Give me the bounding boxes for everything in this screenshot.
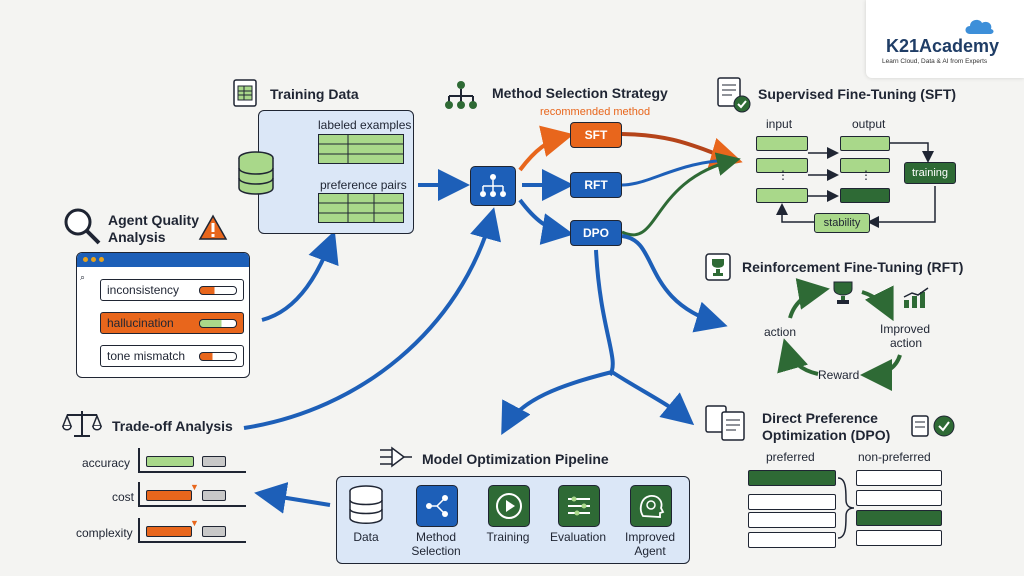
pipeline-icon: [378, 444, 414, 475]
rft-reward-label: Reward: [818, 368, 860, 382]
sft-output-1: [840, 136, 890, 151]
search-small-icon: ⌕: [80, 272, 86, 282]
documents-icon: [704, 404, 750, 447]
growth-chart-icon: [902, 286, 932, 315]
method-sft-button: SFT: [570, 122, 622, 148]
dpo-preferred-4: [748, 532, 836, 548]
tradeoff-title: Trade-off Analysis: [112, 418, 233, 434]
arrow-tradeoff-to-selection: [243, 207, 501, 430]
agent-quality-title-line1: Agent Quality: [108, 212, 200, 228]
rft-improved-line1: Improved: [880, 322, 931, 336]
sft-output-label: output: [852, 117, 886, 131]
sft-input-1: [756, 136, 808, 151]
labeled-examples-table: [318, 134, 404, 169]
sft-output-3: [840, 188, 890, 203]
brand-card: K21Academy Learn Cloud, Data & AI from E…: [866, 0, 1024, 78]
arrow-to-dpo-panel: [610, 370, 695, 426]
preference-pairs-table: [318, 193, 404, 228]
tradeoff-complexity-label: complexity: [76, 526, 133, 540]
pipeline-step-evaluation: Evaluation: [549, 530, 607, 544]
tradeoff-accuracy-axis: [138, 448, 140, 472]
tradeoff-cost-label: cost: [112, 490, 135, 504]
tradeoff-complexity-bar: [146, 526, 192, 537]
quality-item-hallucination: hallucination: [100, 312, 244, 334]
pipeline-method-selection-icon: [416, 485, 458, 527]
pipeline-evaluation-icon: [558, 485, 600, 527]
spreadsheet-icon: [232, 78, 258, 113]
database-icon: [236, 150, 276, 201]
labeled-examples-label: labeled examples: [318, 118, 412, 132]
trophy-icon: [704, 252, 732, 287]
dpo-preferred-2: [748, 494, 836, 510]
sft-input-label: input: [766, 117, 793, 131]
arrow-dpo-down: [594, 249, 615, 377]
complexity-marker-icon: ▼: [190, 518, 199, 528]
sft-output-2: [840, 158, 890, 173]
arrow-selection-to-sft: [518, 125, 574, 172]
magnifier-icon: [62, 206, 102, 251]
pipeline-data-icon: [346, 484, 386, 531]
pipeline-improved-agent-icon: [630, 485, 672, 527]
training-data-title: Training Data: [270, 86, 359, 102]
agent-quality-title-line2: Analysis: [108, 229, 166, 245]
brand-name: K21Academy: [886, 36, 1000, 56]
preference-pairs-label: preference pairs: [320, 178, 407, 192]
rft-improved-line2: action: [890, 336, 923, 350]
warning-icon: [198, 214, 228, 246]
brand-tagline: Learn Cloud, Data & AI from Experts: [882, 58, 988, 65]
doc-check-icon: [910, 414, 958, 445]
tradeoff-accuracy-label: accuracy: [82, 456, 131, 470]
scales-icon: [61, 408, 103, 445]
rft-title: Reinforcement Fine-Tuning (RFT): [742, 259, 964, 275]
arrow-dpo-to-rft: [621, 234, 728, 333]
pipeline-step-training: Training: [486, 530, 530, 544]
sft-stability-badge: stability: [814, 213, 870, 233]
dpo-preferred-3: [748, 512, 836, 528]
tradeoff-accuracy-bar: [146, 456, 194, 467]
pipeline-training-icon: [488, 485, 530, 527]
rft-action-label: action: [764, 325, 797, 339]
arrow-quality-to-training: [261, 230, 339, 322]
quality-item-tone-mismatch: tone mismatch: [100, 345, 244, 367]
window-titlebar: [77, 253, 249, 267]
cost-marker-icon: ▼: [190, 482, 199, 492]
arrow-dpo-to-panel-green: [621, 152, 741, 237]
method-dpo-button: DPO: [570, 220, 622, 246]
sft-title: Supervised Fine-Tuning (SFT): [758, 86, 957, 102]
dpo-non-preferred-label: non-preferred: [858, 450, 931, 464]
pipeline-title: Model Optimization Pipeline: [422, 451, 609, 467]
quality-item-inconsistency: inconsistency: [100, 279, 244, 301]
sft-training-badge: training: [904, 162, 956, 184]
cloud-logo-icon: [962, 14, 996, 41]
dpo-title-line2: Optimization (DPO): [762, 427, 891, 443]
selector-node: [470, 166, 516, 206]
arrow-selection-to-dpo: [518, 198, 574, 245]
hierarchy-icon: [444, 80, 478, 115]
dpo-nonpreferred-4: [856, 530, 942, 546]
dpo-title-line1: Direct Preference: [762, 410, 878, 426]
arrow-pipeline-to-tradeoff: [254, 482, 331, 514]
recommended-method-label: recommended method: [540, 106, 651, 118]
pipeline-step-data: Data: [353, 530, 379, 544]
arrow-sft-to-panel: [621, 132, 743, 169]
sft-input-2: [756, 158, 808, 173]
rft-trophy-icon: [828, 280, 858, 311]
dpo-preferred-label: preferred: [766, 450, 815, 464]
arrow-to-pipeline: [501, 370, 613, 436]
dpo-nonpreferred-1: [856, 470, 942, 486]
tradeoff-accuracy-ref: [202, 456, 226, 467]
method-rft-button: RFT: [570, 172, 622, 198]
dpo-nonpreferred-2: [856, 490, 942, 506]
tradeoff-complexity-ref: [202, 526, 226, 537]
method-selection-title: Method Selection Strategy: [492, 85, 668, 101]
dpo-nonpreferred-3: [856, 510, 942, 526]
tradeoff-cost-bar: [146, 490, 192, 501]
sft-input-3: [756, 188, 808, 203]
checklist-icon: [716, 76, 752, 119]
tradeoff-cost-ref: [202, 490, 226, 501]
dpo-preferred-1: [748, 470, 836, 486]
